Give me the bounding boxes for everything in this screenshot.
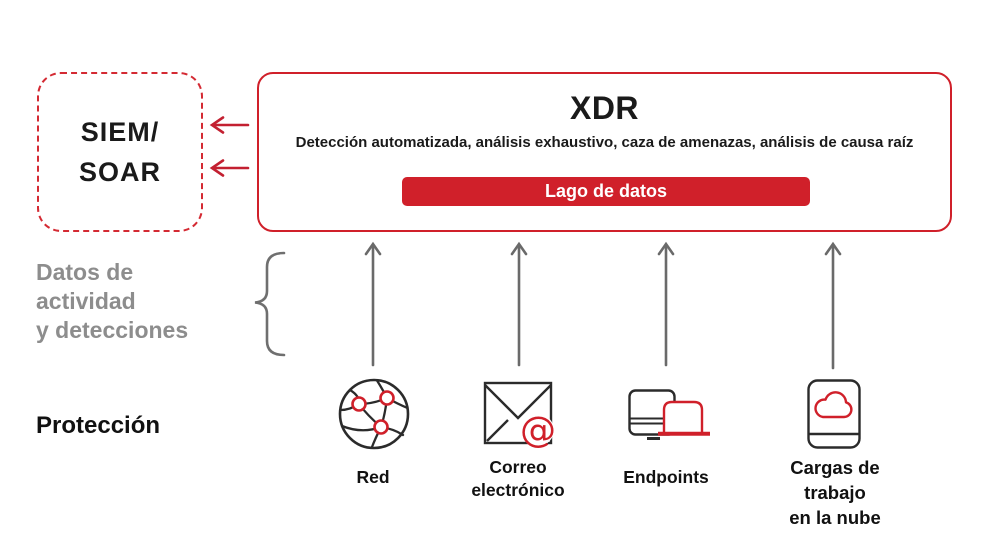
- data-lake-bar: Lago de datos: [402, 177, 810, 206]
- xdr-box: XDR Detección automatizada, análisis exh…: [257, 72, 952, 232]
- arrow-xdr-to-siem-top: [209, 116, 250, 134]
- data-lake-label: Lago de datos: [544, 181, 667, 201]
- protection-label: Protección: [36, 412, 161, 439]
- siem-soar-label: SIEM/ SOAR: [78, 117, 161, 187]
- source-label-email: Correo electrónico: [471, 457, 565, 500]
- source-label-endpoints: Endpoints: [623, 467, 709, 487]
- arrow-cloud-to-xdr: [824, 241, 842, 370]
- activity-data-label: Datos de actividad y detecciones: [36, 259, 189, 343]
- endpoints-devices-icon: [627, 388, 713, 447]
- network-globe-icon: [337, 377, 411, 451]
- source-label-network: Red: [356, 467, 390, 487]
- email-envelope-icon: @: [481, 380, 559, 451]
- siem-soar-box: SIEM/ SOAR: [37, 72, 203, 232]
- arrow-xdr-to-siem-bottom: [209, 159, 250, 177]
- svg-text:@: @: [520, 410, 556, 448]
- arrow-network-to-xdr: [364, 241, 382, 367]
- cloud-workload-icon: [806, 378, 862, 450]
- xdr-subtitle: Detección automatizada, análisis exhaust…: [295, 134, 914, 151]
- xdr-title: XDR: [569, 90, 640, 126]
- source-label-cloud: Cargas de trabajo en la nube: [789, 457, 881, 528]
- curly-brace: [254, 251, 286, 357]
- arrow-endpoints-to-xdr: [657, 241, 675, 367]
- arrow-email-to-xdr: [510, 241, 528, 367]
